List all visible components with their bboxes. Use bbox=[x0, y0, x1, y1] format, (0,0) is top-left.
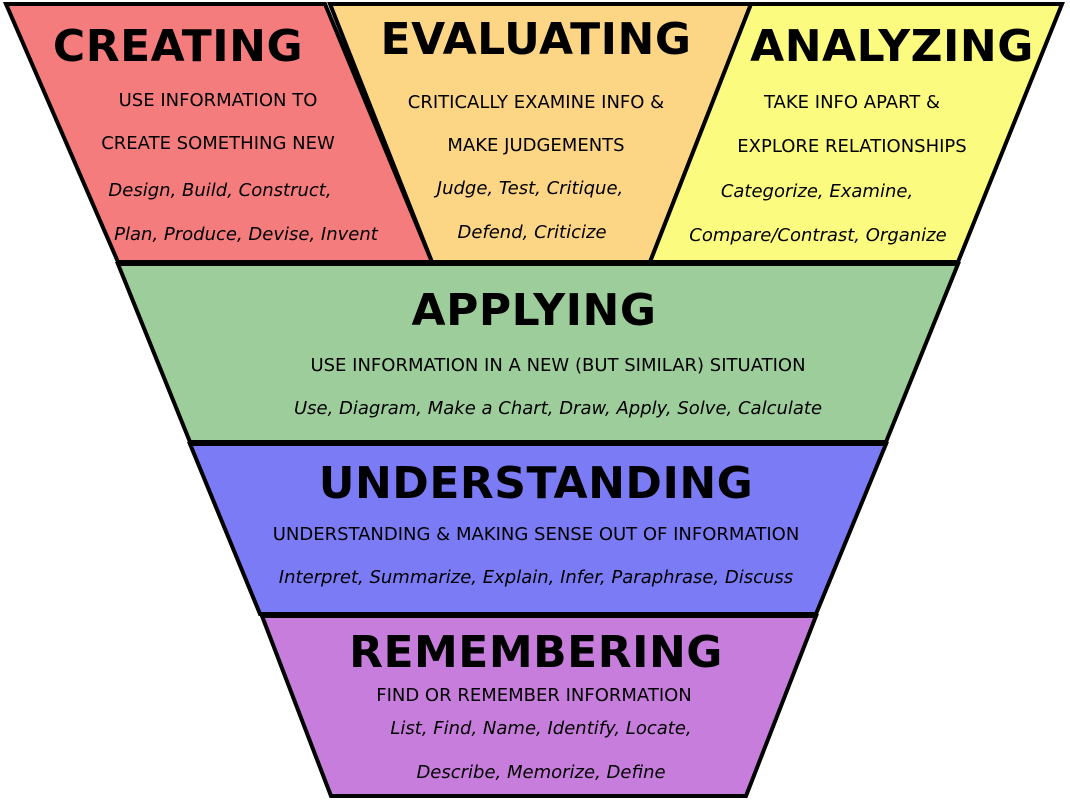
applying-description: USE INFORMATION IN A NEW (BUT SIMILAR) S… bbox=[310, 355, 806, 376]
remembering-segment bbox=[259, 614, 819, 798]
evaluating-description-line2: MAKE JUDGEMENTS bbox=[447, 135, 625, 156]
creating-verbs-line2: Plan, Produce, Devise, Invent bbox=[114, 224, 378, 245]
evaluating-verbs-line1: Judge, Test, Critique, bbox=[436, 178, 624, 199]
understanding-description: UNDERSTANDING & MAKING SENSE OUT OF INFO… bbox=[272, 524, 800, 545]
creating-description-line1: USE INFORMATION TO bbox=[118, 90, 318, 111]
understanding-title: UNDERSTANDING bbox=[318, 458, 754, 509]
evaluating-description-line1: CRITICALLY EXAMINE INFO & bbox=[407, 92, 665, 113]
evaluating-title: EVALUATING bbox=[380, 14, 692, 65]
creating-title: CREATING bbox=[52, 21, 304, 72]
analyzing-title: ANALYZING bbox=[750, 21, 1034, 72]
remembering-description: FIND OR REMEMBER INFORMATION bbox=[376, 685, 692, 706]
analyzing-description-line1: TAKE INFO APART & bbox=[763, 92, 941, 113]
remembering-verbs-line2: Describe, Memorize, Define bbox=[416, 762, 666, 783]
remembering-title: REMEMBERING bbox=[349, 627, 723, 678]
analyzing-description-line2: EXPLORE RELATIONSHIPS bbox=[737, 136, 967, 157]
applying-title: APPLYING bbox=[411, 285, 657, 336]
remembering-verbs-line1: List, Find, Name, Identify, Locate, bbox=[390, 718, 692, 739]
evaluating-verbs-line2: Defend, Criticize bbox=[457, 222, 607, 243]
analyzing-verbs-line2: Compare/Contrast, Organize bbox=[689, 225, 947, 246]
creating-verbs-line1: Design, Build, Construct, bbox=[108, 180, 332, 201]
analyzing-verbs-line1: Categorize, Examine, bbox=[720, 181, 914, 202]
creating-description-line2: CREATE SOMETHING NEW bbox=[101, 133, 335, 154]
understanding-verbs: Interpret, Summarize, Explain, Infer, Pa… bbox=[278, 567, 794, 588]
applying-verbs: Use, Diagram, Make a Chart, Draw, Apply,… bbox=[293, 398, 823, 419]
